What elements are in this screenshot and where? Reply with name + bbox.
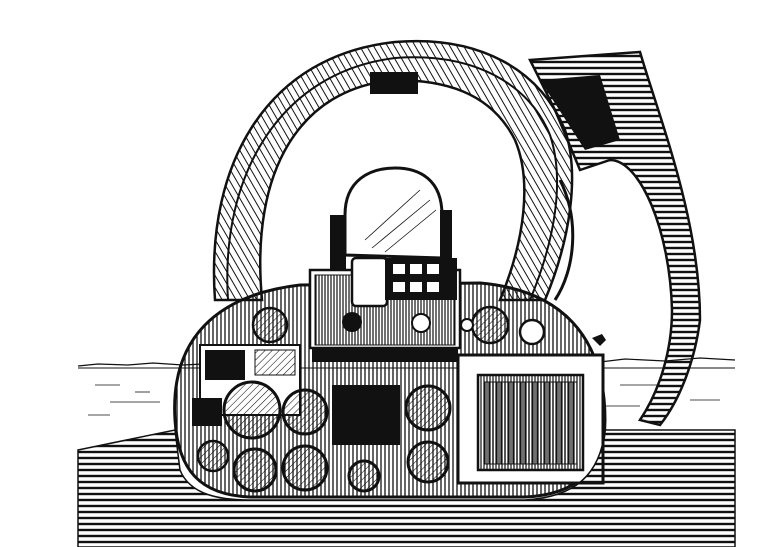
distant-object <box>592 334 606 346</box>
gauge <box>404 384 452 432</box>
cockpit-sill <box>77 429 736 547</box>
ejection-seat-headrest <box>330 166 452 270</box>
gauge <box>347 459 381 493</box>
gauge <box>232 447 278 493</box>
gauge <box>281 388 329 436</box>
gauge <box>339 387 393 441</box>
gauge <box>406 440 450 484</box>
gauge-cluster <box>196 380 452 493</box>
gauge <box>281 444 329 492</box>
canopy-frame <box>528 50 702 427</box>
gauge <box>222 380 282 440</box>
canopy-arch <box>212 39 574 302</box>
gauge <box>196 439 230 473</box>
